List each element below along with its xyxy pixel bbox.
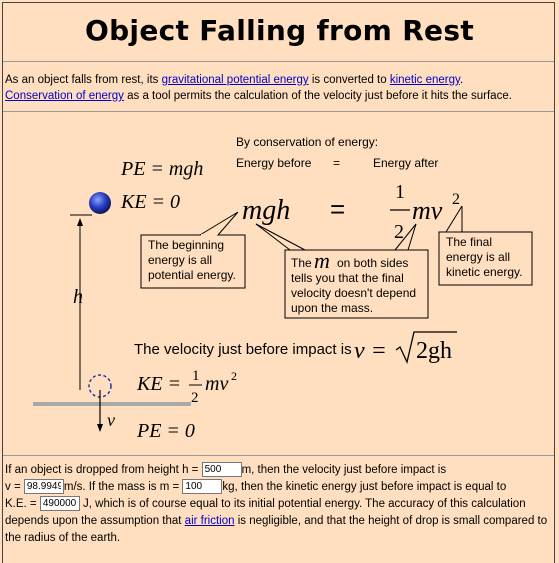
energy-equals-label: = [333, 156, 340, 170]
mass-callout-line-4: upon the mass. [291, 301, 373, 315]
energy-after-label: Energy after [373, 156, 438, 170]
half-denominator: 2 [394, 221, 404, 243]
link-conservation-of-energy[interactable]: Conservation of energy [5, 90, 124, 102]
kinetic-energy-output[interactable] [39, 496, 80, 512]
final-line-3: kinetic energy. [446, 265, 522, 279]
falling-ball-icon [89, 192, 111, 214]
callout-mass-pointer-right-a [394, 223, 417, 251]
callout-final-energy [438, 231, 533, 286]
pe-zero-equation: PE = 0 [136, 420, 195, 442]
mass-callout-m: m [314, 248, 330, 273]
calculator-paragraph: If an object is dropped from height h = … [5, 462, 555, 547]
energy-before-label: Energy before [236, 156, 312, 170]
intro-text-1: As an object falls from rest, its [5, 74, 162, 86]
callout-mass-pointer-left-a [255, 223, 291, 251]
mv-square-exponent: 2 [452, 191, 460, 208]
link-kinetic-energy[interactable]: kinetic energy [389, 74, 460, 86]
ke-bottom-lhs: KE = [136, 373, 181, 395]
height-input[interactable] [201, 462, 242, 478]
callout-beginning-pointer [199, 211, 239, 236]
beginning-line-3: potential energy. [148, 268, 236, 282]
page-title: Object Falling from Rest [84, 14, 474, 47]
ke-bottom-square: 2 [231, 369, 237, 383]
mass-callout-rest: on both sides [337, 256, 408, 270]
calc-text-3: v = [5, 481, 24, 493]
height-label: h [73, 286, 83, 308]
energy-diagram: By conservation of energy: Energy before… [33, 135, 533, 442]
mv-term: mv [412, 196, 443, 225]
height-arrow-head [77, 218, 83, 226]
main-equals-sign: = [330, 194, 345, 224]
calc-text-1: If an object is dropped from height h = [5, 464, 202, 476]
calc-text-7: J, which is of course equal to its initi… [5, 498, 526, 527]
mass-callout-line-3: velocity doesn't depend [291, 286, 416, 300]
calc-text-5: kg, then the kinetic energy just before … [222, 481, 507, 493]
sqrt-body: 2gh [416, 338, 452, 364]
callout-final-pointer-a [445, 205, 463, 233]
ke-zero-equation: KE = 0 [120, 191, 180, 213]
intro-text-2: is converted to [308, 74, 390, 86]
velocity-text: The velocity just before impact is [134, 341, 352, 358]
pe-mgh-equation: PE = mgh [120, 158, 203, 180]
mgh-term: mgh [242, 195, 290, 226]
half-numerator: 1 [395, 181, 405, 203]
by-conservation-label: By conservation of energy: [236, 135, 378, 149]
velocity-arrow-head [97, 424, 103, 432]
intro-text-3: . [459, 74, 464, 86]
mass-callout-line-2: tells you that the final [291, 271, 404, 285]
link-gravitational-potential-energy[interactable]: gravitational potential energy [161, 74, 309, 86]
calc-text-2: m, then the velocity just before impact … [241, 464, 447, 476]
ke-bottom-mv: mv [205, 373, 228, 395]
title-divider [3, 61, 554, 62]
link-air-friction[interactable]: air friction [184, 515, 235, 527]
final-line-1: The final [446, 235, 492, 249]
intro-paragraph: As an object falls from rest, its gravit… [5, 72, 553, 104]
calc-text-4: m/s. If the mass is m = [63, 481, 183, 493]
ke-bottom-numerator: 1 [192, 368, 200, 384]
callout-mass-pointer-left-b [255, 223, 306, 251]
mass-input[interactable] [182, 479, 223, 495]
callout-mass-cancels [284, 249, 429, 319]
calc-text-8: is negligible, and that the height of dr… [5, 515, 548, 544]
velocity-output[interactable] [23, 479, 64, 495]
beginning-line-2: energy is all [148, 253, 212, 267]
calc-text-6: K.E. = [5, 498, 40, 510]
ke-bottom-denominator: 2 [191, 390, 199, 406]
calc-divider [3, 455, 554, 456]
beginning-line-1: The beginning [148, 238, 224, 252]
intro-text-4: as a tool permits the calculation of the… [123, 90, 512, 102]
final-line-2: energy is all [446, 250, 510, 264]
callout-mass-pointer-right-b [407, 223, 417, 251]
velocity-arrow-label: v [107, 410, 115, 430]
ground-surface [33, 402, 191, 406]
mass-callout-the: The [291, 256, 312, 270]
intro-divider [3, 111, 554, 112]
sqrt-radical-sign [395, 331, 457, 364]
v-equals: v = [354, 338, 387, 364]
